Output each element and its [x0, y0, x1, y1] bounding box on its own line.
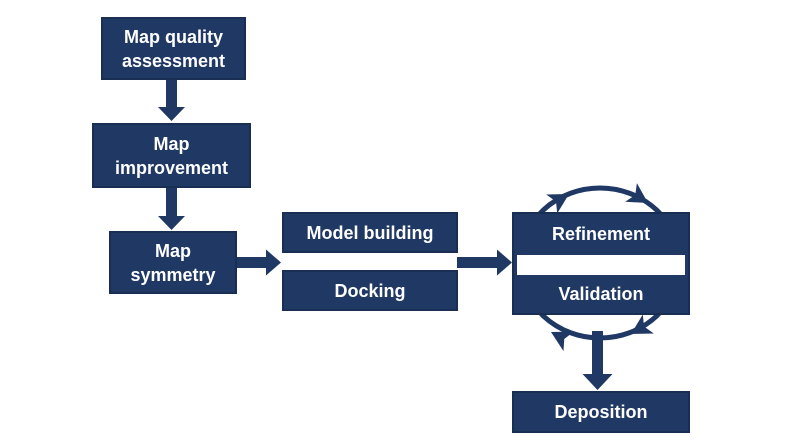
validation-label: Validation — [558, 283, 644, 304]
arrow-docking-to-refinement-icon — [457, 249, 512, 276]
flow-node-refinement-validation-group: Refinement Validation — [512, 212, 690, 315]
flow-node-docking: Docking — [282, 270, 458, 311]
map-improvement-label: Map improvement — [114, 133, 229, 178]
model-building-label: Model building — [306, 222, 434, 243]
flow-node-map-quality-assessment: Map quality assessment — [101, 17, 246, 80]
flow-node-deposition: Deposition — [512, 391, 690, 433]
cycle-arrowhead-top-left-icon — [546, 194, 569, 214]
flow-node-refinement: Refinement — [514, 214, 688, 255]
flow-node-map-improvement: Map improvement — [92, 123, 251, 188]
deposition-label: Deposition — [554, 402, 648, 422]
arrow-cycle-to-deposition-icon — [582, 331, 613, 390]
arrow-map-quality-to-map-improvement-icon — [158, 79, 185, 121]
refinement-validation-divider — [517, 255, 685, 275]
cycle-arrowhead-top-right-icon — [625, 183, 648, 203]
flow-node-validation: Validation — [514, 275, 688, 313]
cycle-arrowhead-bottom-left-icon — [551, 331, 574, 352]
flow-node-model-building: Model building — [282, 212, 458, 253]
flow-node-map-symmetry: Map symmetry — [109, 231, 237, 294]
docking-label: Docking — [334, 280, 406, 301]
cycle-arrowhead-bottom-right-icon — [631, 314, 654, 334]
arrow-map-symmetry-to-model-building-icon — [236, 249, 281, 276]
arrow-map-improvement-to-map-symmetry-icon — [158, 188, 185, 230]
map-quality-assessment-label: Map quality assessment — [121, 26, 226, 71]
map-symmetry-label: Map symmetry — [130, 240, 216, 285]
refinement-label: Refinement — [551, 224, 650, 244]
